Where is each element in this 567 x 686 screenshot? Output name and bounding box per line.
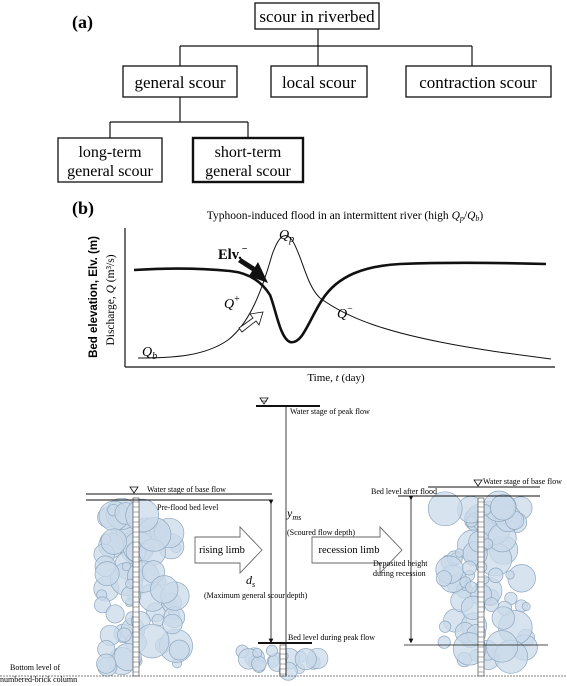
stone bbox=[490, 494, 517, 521]
deposited-dimension-arrow bbox=[404, 495, 548, 646]
tree-node-short-term-line1: short-term bbox=[215, 144, 282, 161]
elv-label: Elv.− bbox=[218, 244, 248, 263]
tree-node-general-scour-label: general scour bbox=[134, 73, 225, 92]
hydrograph-title: Typhoon-induced flood in an intermittent… bbox=[207, 210, 484, 223]
stone bbox=[251, 656, 267, 672]
panel-b: (b) Typhoon-induced flood in an intermit… bbox=[72, 198, 555, 384]
stone bbox=[491, 606, 515, 630]
riverbed-stones bbox=[93, 490, 538, 681]
stone bbox=[461, 560, 477, 576]
bottom-level-label-line2: numbered-brick column bbox=[0, 675, 77, 684]
qplus-arrow-icon bbox=[238, 311, 264, 333]
stone bbox=[96, 653, 117, 674]
tree-node-short-term-line2: general scour bbox=[205, 163, 291, 180]
tree-node-contraction-scour-label: contraction scour bbox=[419, 73, 537, 92]
stone bbox=[427, 491, 463, 527]
panel-a: (a) scour in riverbed general scour loca… bbox=[57, 2, 552, 184]
bed-after-flood-label: Bed level after flood bbox=[371, 487, 437, 496]
stone bbox=[465, 581, 478, 594]
stone bbox=[439, 620, 452, 633]
stone bbox=[100, 528, 127, 555]
stone bbox=[484, 597, 499, 612]
base-flow-water-line-right bbox=[428, 479, 540, 488]
stone bbox=[150, 575, 179, 604]
panel-c: Water stage of peak flow Water stage of … bbox=[0, 397, 567, 684]
tree-node-long-term-line1: long-term bbox=[78, 144, 142, 161]
deposited-label-line1: Deposited height bbox=[373, 559, 428, 568]
tree-node-contraction-scour: contraction scour bbox=[405, 65, 552, 98]
base-flow-water-line-left bbox=[86, 486, 272, 495]
stone bbox=[266, 644, 278, 657]
yms-desc: (Scoured flow depth) bbox=[287, 528, 355, 537]
brick-column-middle bbox=[279, 644, 287, 677]
yms-symbol: yms bbox=[286, 506, 301, 522]
stone bbox=[435, 570, 453, 587]
tree-node-general-scour: general scour bbox=[122, 65, 238, 98]
tree-node-short-term: short-term general scour bbox=[191, 136, 305, 184]
stone bbox=[252, 647, 263, 658]
y-axis-label: Bed elevation, Elv. (m) bbox=[88, 236, 100, 358]
rising-limb-label: rising limb bbox=[199, 545, 245, 556]
stone bbox=[94, 596, 111, 614]
stone bbox=[294, 648, 317, 671]
tree-node-long-term: long-term general scour bbox=[57, 137, 163, 183]
qminus-label: Q− bbox=[337, 304, 353, 322]
brick-column-left bbox=[132, 497, 140, 677]
stone bbox=[162, 613, 183, 635]
ds-symbol: ds bbox=[246, 573, 255, 589]
brick-column-right bbox=[477, 497, 485, 677]
tree-connectors bbox=[109, 29, 473, 138]
tree-node-local-scour-label: local scour bbox=[282, 73, 356, 92]
qb-label: Qb bbox=[142, 345, 157, 362]
tree-node-local-scour: local scour bbox=[270, 65, 368, 98]
pre-flood-bed-label: Pre-flood bed level bbox=[157, 503, 219, 512]
y-axis-label-discharge: Discharge, Q (m³/s) bbox=[105, 254, 117, 345]
peak-bed-label: Bed level during peak flow bbox=[288, 633, 375, 642]
stone bbox=[488, 567, 504, 583]
bed-elevation-curve bbox=[133, 261, 547, 344]
peak-flow-water-label: Water stage of peak flow bbox=[290, 407, 370, 416]
stone bbox=[125, 498, 160, 533]
stone bbox=[485, 630, 519, 663]
stone bbox=[168, 639, 190, 661]
qplus-label: Q+ bbox=[224, 294, 240, 312]
stone bbox=[521, 602, 531, 611]
x-axis-label: Time, t (day) bbox=[307, 372, 365, 384]
panel-b-label: (b) bbox=[72, 198, 94, 219]
tree-node-root-label: scour in riverbed bbox=[259, 7, 375, 26]
qp-label: Qp bbox=[279, 228, 294, 245]
stone bbox=[505, 570, 515, 580]
hydrograph-axes bbox=[124, 228, 555, 368]
base-flow-water-label-left: Water stage of base flow bbox=[147, 485, 226, 494]
ds-desc: (Maximum general scour depth) bbox=[204, 591, 308, 600]
tree-node-long-term-line2: general scour bbox=[67, 163, 153, 180]
stone bbox=[105, 604, 125, 624]
stone bbox=[116, 627, 132, 643]
base-flow-water-label-right: Water stage of base flow bbox=[483, 477, 562, 486]
stone bbox=[94, 561, 120, 587]
panel-a-label: (a) bbox=[72, 12, 93, 33]
stone bbox=[437, 635, 451, 649]
discharge-curve bbox=[137, 235, 552, 360]
deposited-label-line2: during recession bbox=[373, 569, 426, 578]
rising-limb-arrow bbox=[194, 525, 263, 575]
bottom-level-label-line1: Bottom level of bbox=[10, 663, 61, 672]
stone bbox=[454, 548, 464, 558]
stone bbox=[452, 632, 487, 666]
recession-limb-arrow bbox=[311, 525, 403, 575]
peak-flow-water-line bbox=[256, 397, 320, 407]
tree-node-root: scour in riverbed bbox=[254, 2, 380, 30]
elv-arrow-icon bbox=[238, 258, 268, 283]
recession-limb-label: recession limb bbox=[319, 545, 380, 556]
